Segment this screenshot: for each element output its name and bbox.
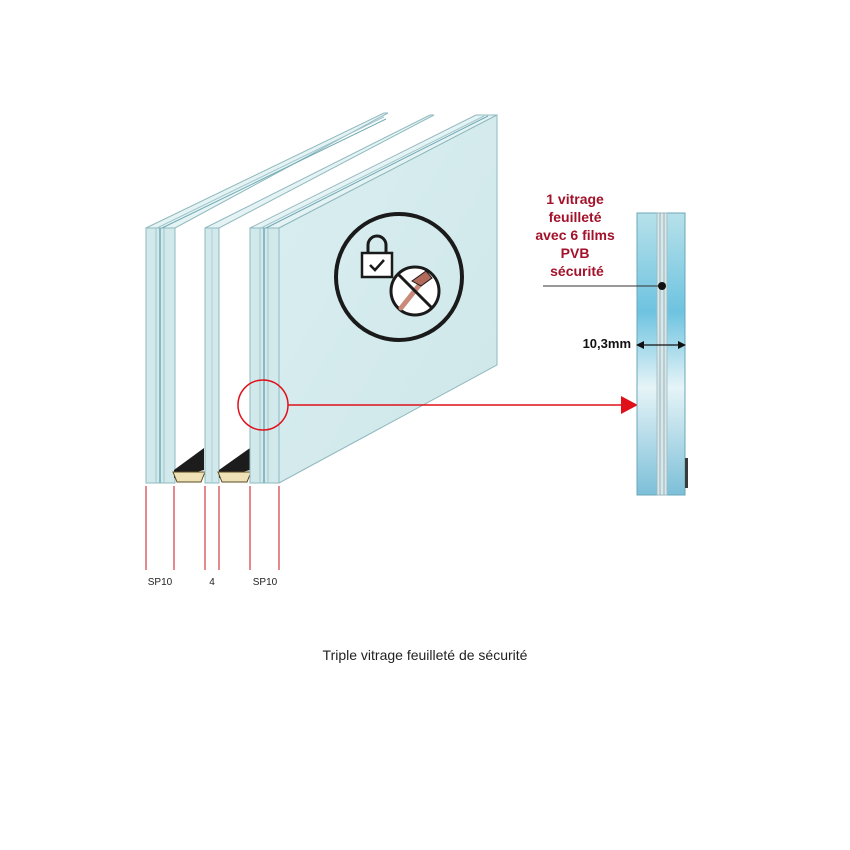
laminated-glass-section	[636, 212, 688, 496]
dimension-label-left: SP10	[148, 577, 173, 588]
thickness-label: 10,3mm	[583, 336, 631, 351]
callout-line-1: 1 vitrage	[546, 191, 604, 207]
spacer-bar-left	[174, 448, 204, 478]
callout-dot	[658, 282, 666, 290]
callout-line-5: sécurité	[550, 263, 604, 279]
glass-pane-middle	[204, 114, 435, 484]
padlock-check-icon	[360, 234, 394, 279]
dimension-brackets	[145, 486, 280, 570]
spacer-profile-left	[172, 471, 206, 483]
callout-line-3: avec 6 films	[535, 227, 615, 243]
glass-pane-left	[145, 112, 389, 484]
thickness-arrow-right-head	[678, 341, 686, 349]
dimension-label-right: SP10	[253, 577, 278, 588]
diagram-caption: Triple vitrage feuilleté de sécurité	[322, 647, 528, 663]
callout-text: 1 vitrage feuilleté avec 6 films PVB séc…	[535, 191, 618, 279]
zoom-arrow-head	[621, 396, 638, 414]
spacer-profile-right	[217, 471, 252, 483]
no-hammer-icon	[389, 265, 441, 317]
security-badge-icon	[334, 212, 464, 342]
thickness-arrow-left-head	[636, 341, 644, 349]
glass-pane-front	[249, 114, 498, 484]
callout-line-2: feuilleté	[549, 209, 602, 225]
callout-line-4: PVB	[561, 245, 590, 261]
dimension-label-spacer: 4	[209, 577, 215, 588]
spacer-bar-right	[219, 448, 250, 478]
